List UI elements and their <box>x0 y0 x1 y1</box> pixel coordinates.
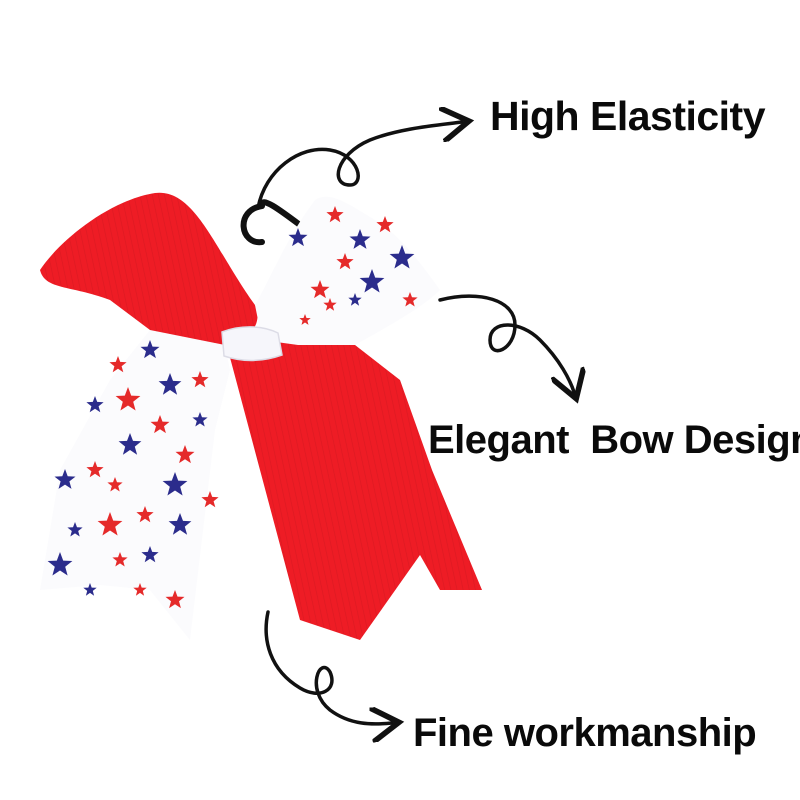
star-shape <box>168 513 192 535</box>
star-shape <box>359 269 385 293</box>
star-shape <box>192 412 208 427</box>
elastic-band <box>240 199 303 246</box>
star-shape <box>83 583 97 596</box>
star-shape <box>150 415 170 434</box>
star-shape <box>133 583 147 596</box>
star-shape <box>162 472 188 496</box>
star-shape <box>47 552 73 576</box>
star-shape <box>326 206 344 223</box>
callout-elegant-bow-design: Elegant Bow Design <box>428 418 800 462</box>
arrow-elasticity <box>256 122 462 210</box>
star-shape <box>115 387 141 411</box>
star-shape <box>97 512 123 536</box>
star-pattern <box>47 206 418 609</box>
star-shape <box>310 280 330 299</box>
star-shape <box>107 477 123 492</box>
star-shape <box>165 590 185 609</box>
center-knot <box>221 326 283 362</box>
star-shape <box>201 491 219 508</box>
star-shape <box>140 340 160 359</box>
arrow-workmanship <box>264 610 392 724</box>
star-shape <box>175 445 195 464</box>
star-shape <box>112 552 128 567</box>
star-shape <box>191 371 209 388</box>
star-shape <box>299 314 311 325</box>
star-shape <box>158 373 182 395</box>
star-shape <box>336 253 354 270</box>
star-shape <box>118 433 142 455</box>
star-shape <box>376 216 394 233</box>
callout-high-elasticity: High Elasticity <box>490 93 766 139</box>
star-shape <box>86 396 104 413</box>
star-shape <box>349 229 371 249</box>
star-shape <box>136 506 154 523</box>
star-shape <box>348 293 362 306</box>
star-shape <box>389 245 415 269</box>
arrow-design <box>438 294 574 392</box>
star-shape <box>54 469 76 489</box>
star-shape <box>109 356 127 373</box>
star-shape <box>323 298 337 311</box>
callout-fine-workmanship: Fine workmanship <box>413 711 757 755</box>
left-tail <box>40 330 230 640</box>
star-shape <box>402 292 418 307</box>
star-shape <box>288 228 308 247</box>
star-shape <box>86 461 104 478</box>
star-shape <box>67 522 83 537</box>
right-loop <box>255 196 440 345</box>
star-shape <box>141 546 159 563</box>
